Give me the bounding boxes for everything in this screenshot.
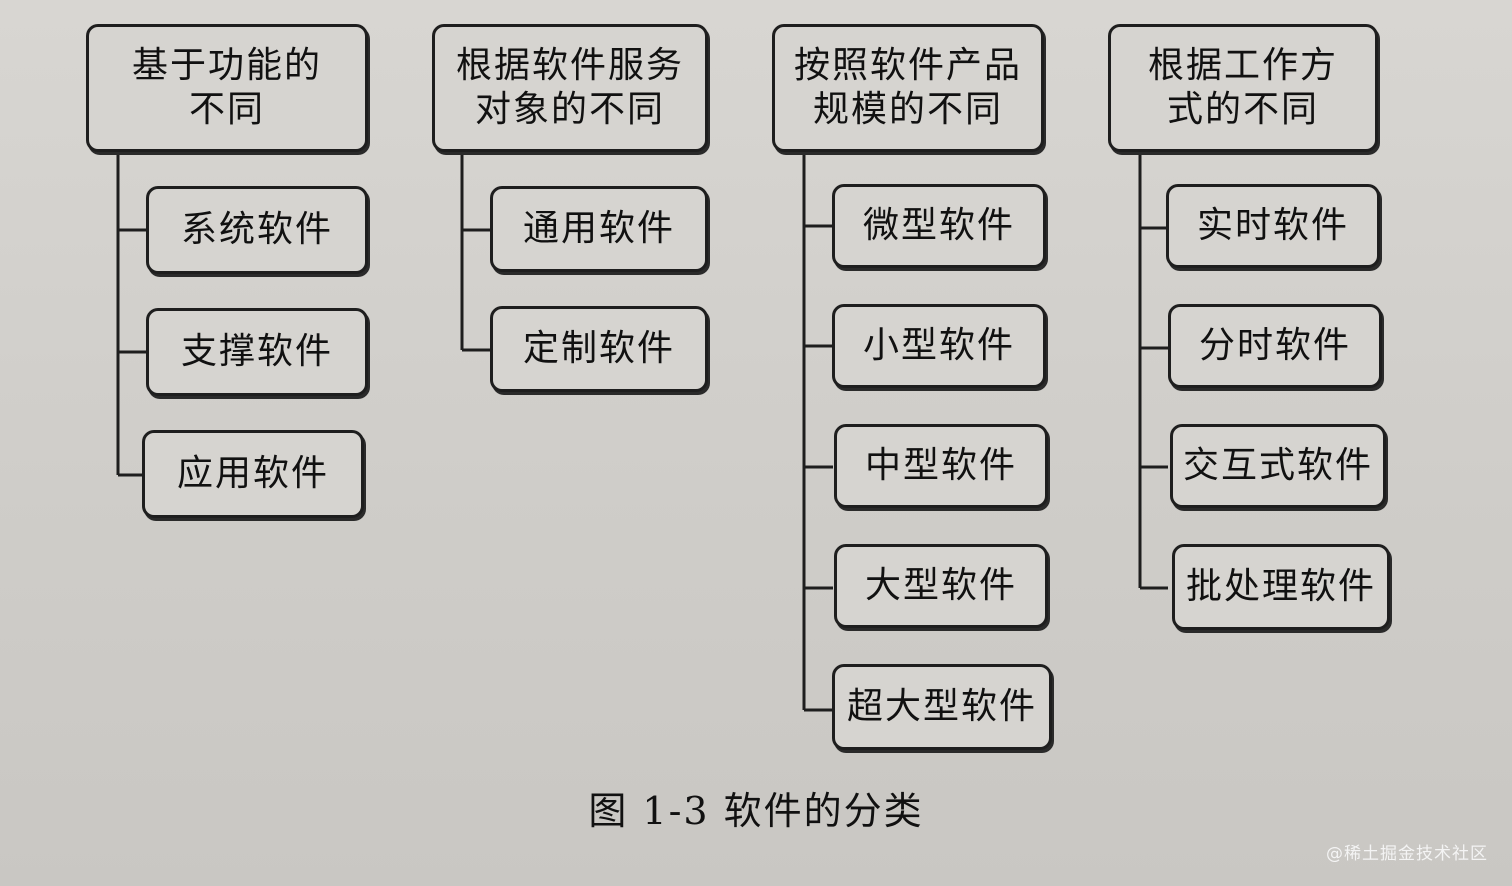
connectors-col-1 xyxy=(116,150,148,477)
header-col-2-label: 根据软件服务 对象的不同 xyxy=(455,45,684,130)
header-col-4: 根据工作方 式的不同 xyxy=(1108,24,1378,152)
item-label: 批处理软件 xyxy=(1185,566,1376,607)
item-col-2-2: 定制软件 xyxy=(490,306,708,392)
item-label: 超大型软件 xyxy=(846,686,1037,727)
item-label: 小型软件 xyxy=(862,325,1015,366)
item-col-1-2: 支撑软件 xyxy=(146,308,368,396)
header-col-1-label: 基于功能的 不同 xyxy=(131,45,322,130)
connectors-col-2 xyxy=(460,150,492,352)
item-col-4-4: 批处理软件 xyxy=(1172,544,1390,630)
connectors-col-4 xyxy=(1138,150,1168,590)
header-col-3-label: 按照软件产品 规模的不同 xyxy=(793,45,1022,130)
item-label: 定制软件 xyxy=(522,328,675,369)
header-col-4-label: 根据工作方 式的不同 xyxy=(1147,45,1338,130)
item-col-4-1: 实时软件 xyxy=(1166,184,1380,268)
item-col-3-4: 大型软件 xyxy=(834,544,1048,628)
item-label: 系统软件 xyxy=(180,209,333,250)
item-col-3-1: 微型软件 xyxy=(832,184,1046,268)
item-col-1-1: 系统软件 xyxy=(146,186,368,274)
header-col-2: 根据软件服务 对象的不同 xyxy=(432,24,708,152)
connectors-col-3 xyxy=(802,150,833,712)
item-label: 微型软件 xyxy=(862,205,1015,246)
item-col-1-3: 应用软件 xyxy=(142,430,364,518)
item-col-2-1: 通用软件 xyxy=(490,186,708,272)
item-label: 应用软件 xyxy=(176,453,329,494)
item-label: 实时软件 xyxy=(1196,205,1349,246)
header-col-3: 按照软件产品 规模的不同 xyxy=(772,24,1044,152)
item-label: 通用软件 xyxy=(522,208,675,249)
item-label: 分时软件 xyxy=(1198,325,1351,366)
item-col-4-2: 分时软件 xyxy=(1168,304,1382,388)
item-col-4-3: 交互式软件 xyxy=(1170,424,1386,508)
header-col-1: 基于功能的 不同 xyxy=(86,24,368,152)
item-col-3-2: 小型软件 xyxy=(832,304,1046,388)
item-label: 中型软件 xyxy=(864,445,1017,486)
figure-caption: 图 1-3 软件的分类 xyxy=(588,789,924,833)
item-col-3-5: 超大型软件 xyxy=(832,664,1052,750)
item-label: 交互式软件 xyxy=(1182,445,1373,486)
item-col-3-3: 中型软件 xyxy=(834,424,1048,508)
watermark: @稀土掘金技术社区 xyxy=(1326,844,1488,864)
item-label: 支撑软件 xyxy=(180,331,333,372)
item-label: 大型软件 xyxy=(864,565,1017,606)
